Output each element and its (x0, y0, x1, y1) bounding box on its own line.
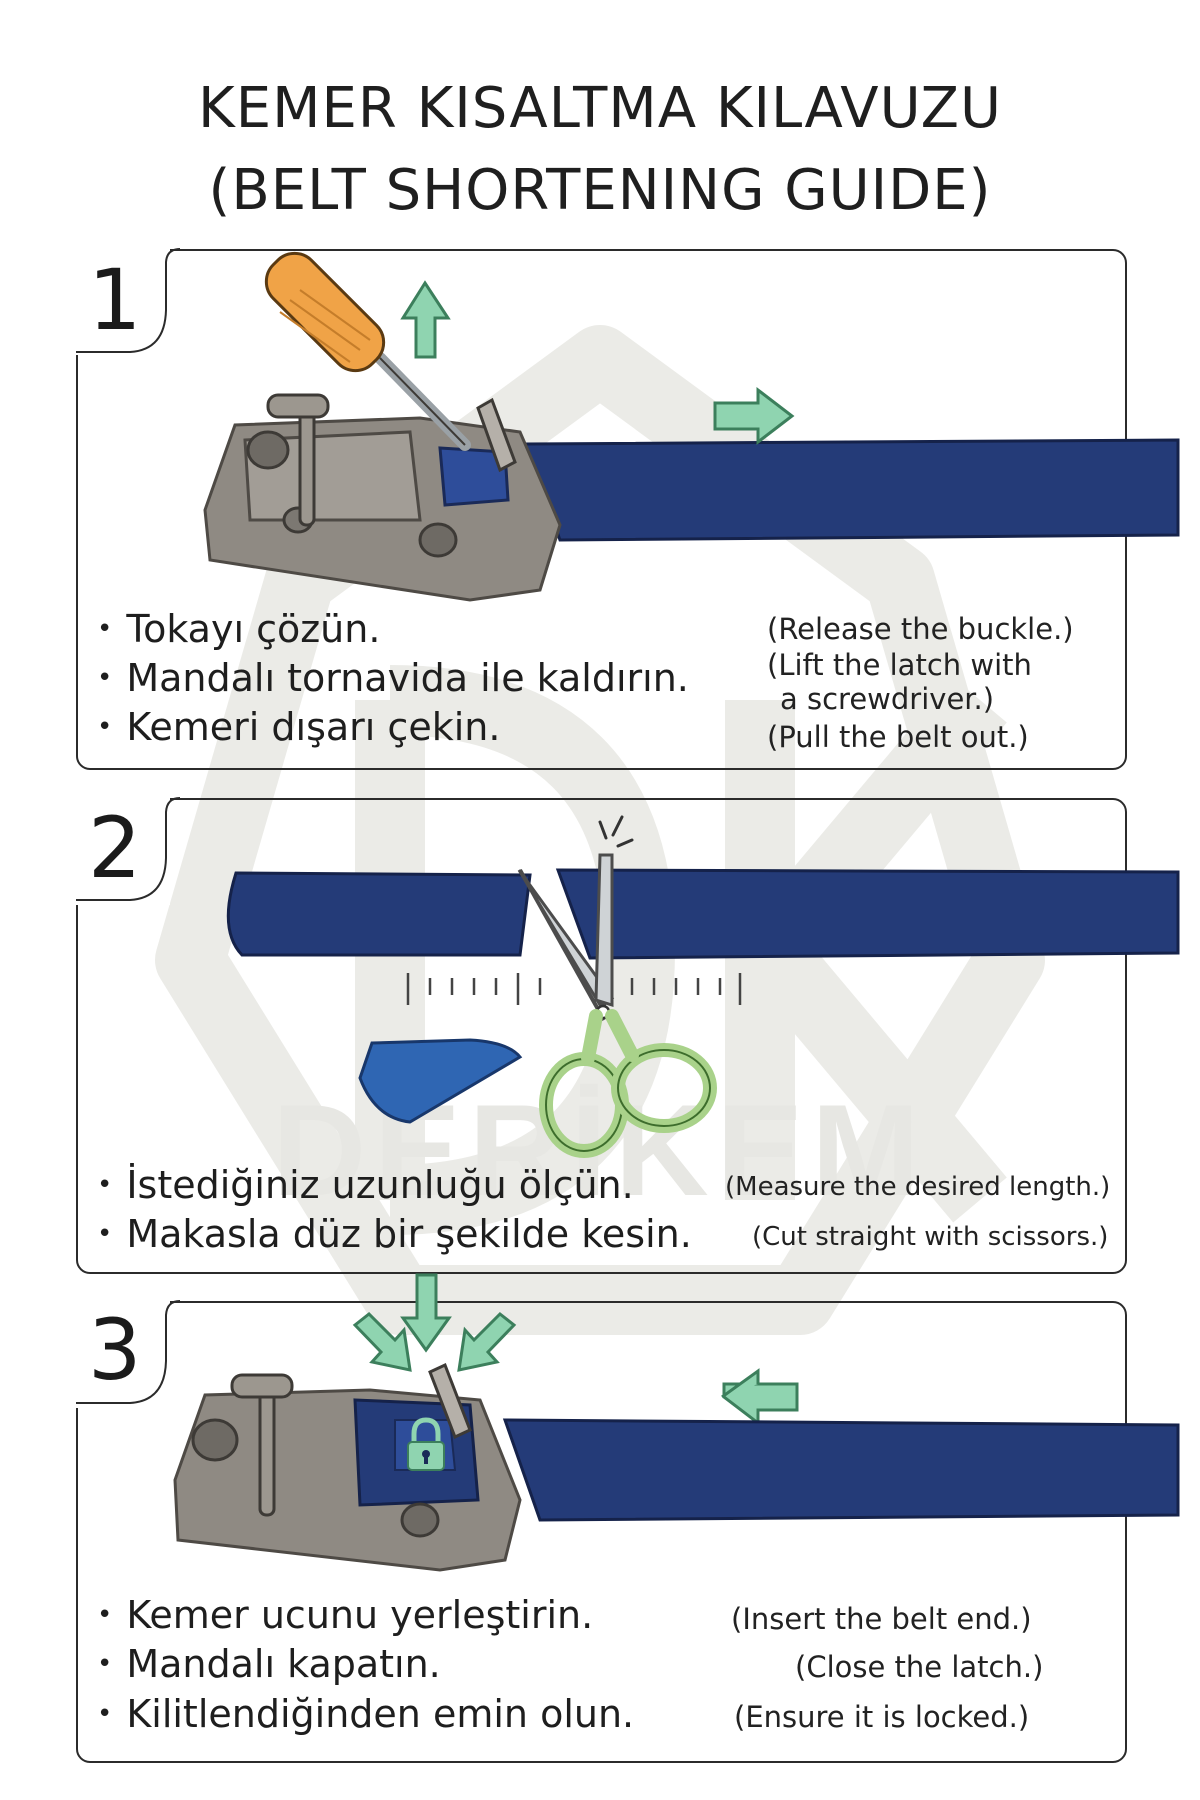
step-2-instruction-1: İstediğiniz uzunluğu ölçün. (97, 1163, 633, 1207)
step-1-instruction-3: Kemeri dışarı çekin. (97, 705, 500, 749)
buckle-icon (203, 393, 562, 602)
belt-strap-icon (226, 868, 1180, 960)
step-2-instruction-2: Makasla düz bir şekilde kesin. (97, 1212, 691, 1256)
ruler-icon (406, 973, 742, 1005)
up-arrow-icon (400, 280, 451, 359)
scissors-icon (517, 815, 717, 1158)
right-arrow-icon (713, 386, 795, 446)
belt-strap-icon (502, 1418, 1180, 1522)
step-3-instruction-3: Kilitlendiğinden emin olun. (97, 1692, 634, 1736)
down-arrow-icon (352, 1273, 517, 1372)
step-1-translation-3: (Pull the belt out.) (767, 720, 1029, 754)
lock-icon (407, 1417, 445, 1471)
screwdriver-icon (264, 251, 471, 451)
title-line-1: KEMER KISALTMA KILAVUZU (198, 76, 1002, 141)
step-1-translation-1: (Release the buckle.) (767, 612, 1074, 646)
cut-piece-icon (358, 1038, 523, 1124)
step-2-translation-2: (Cut straight with scissors.) (752, 1222, 1109, 1252)
step-1-translation-2a: (Lift the latch with (767, 648, 1032, 682)
step-2-translation-1: (Measure the desired length.) (725, 1172, 1111, 1202)
step-3-translation-3: (Ensure it is locked.) (734, 1700, 1030, 1734)
step-2-number: 2 (88, 799, 142, 897)
buckle-icon (173, 1362, 522, 1572)
step-2-panel (76, 798, 1127, 1274)
title-line-2: (BELT SHORTENING GUIDE) (208, 158, 992, 223)
left-arrow-icon (721, 1368, 799, 1427)
step-1-instruction-2: Mandalı tornavida ile kaldırın. (97, 656, 689, 700)
step-3-instruction-2: Mandalı kapatın. (97, 1642, 440, 1686)
step-1-translation-2b: a screwdriver.) (780, 682, 995, 716)
step-1-instruction-1: Tokayı çözün. (97, 607, 380, 651)
step-3-translation-2: (Close the latch.) (795, 1650, 1044, 1684)
step-3-number: 3 (88, 1301, 142, 1399)
step-1-number: 1 (88, 251, 142, 349)
step-3-instruction-1: Kemer ucunu yerleştirin. (97, 1593, 593, 1637)
step-3-panel (76, 1301, 1127, 1763)
step-3-translation-1: (Insert the belt end.) (731, 1602, 1032, 1636)
guide-title: KEMER KISALTMA KILAVUZU (BELT SHORTENING… (0, 68, 1200, 232)
